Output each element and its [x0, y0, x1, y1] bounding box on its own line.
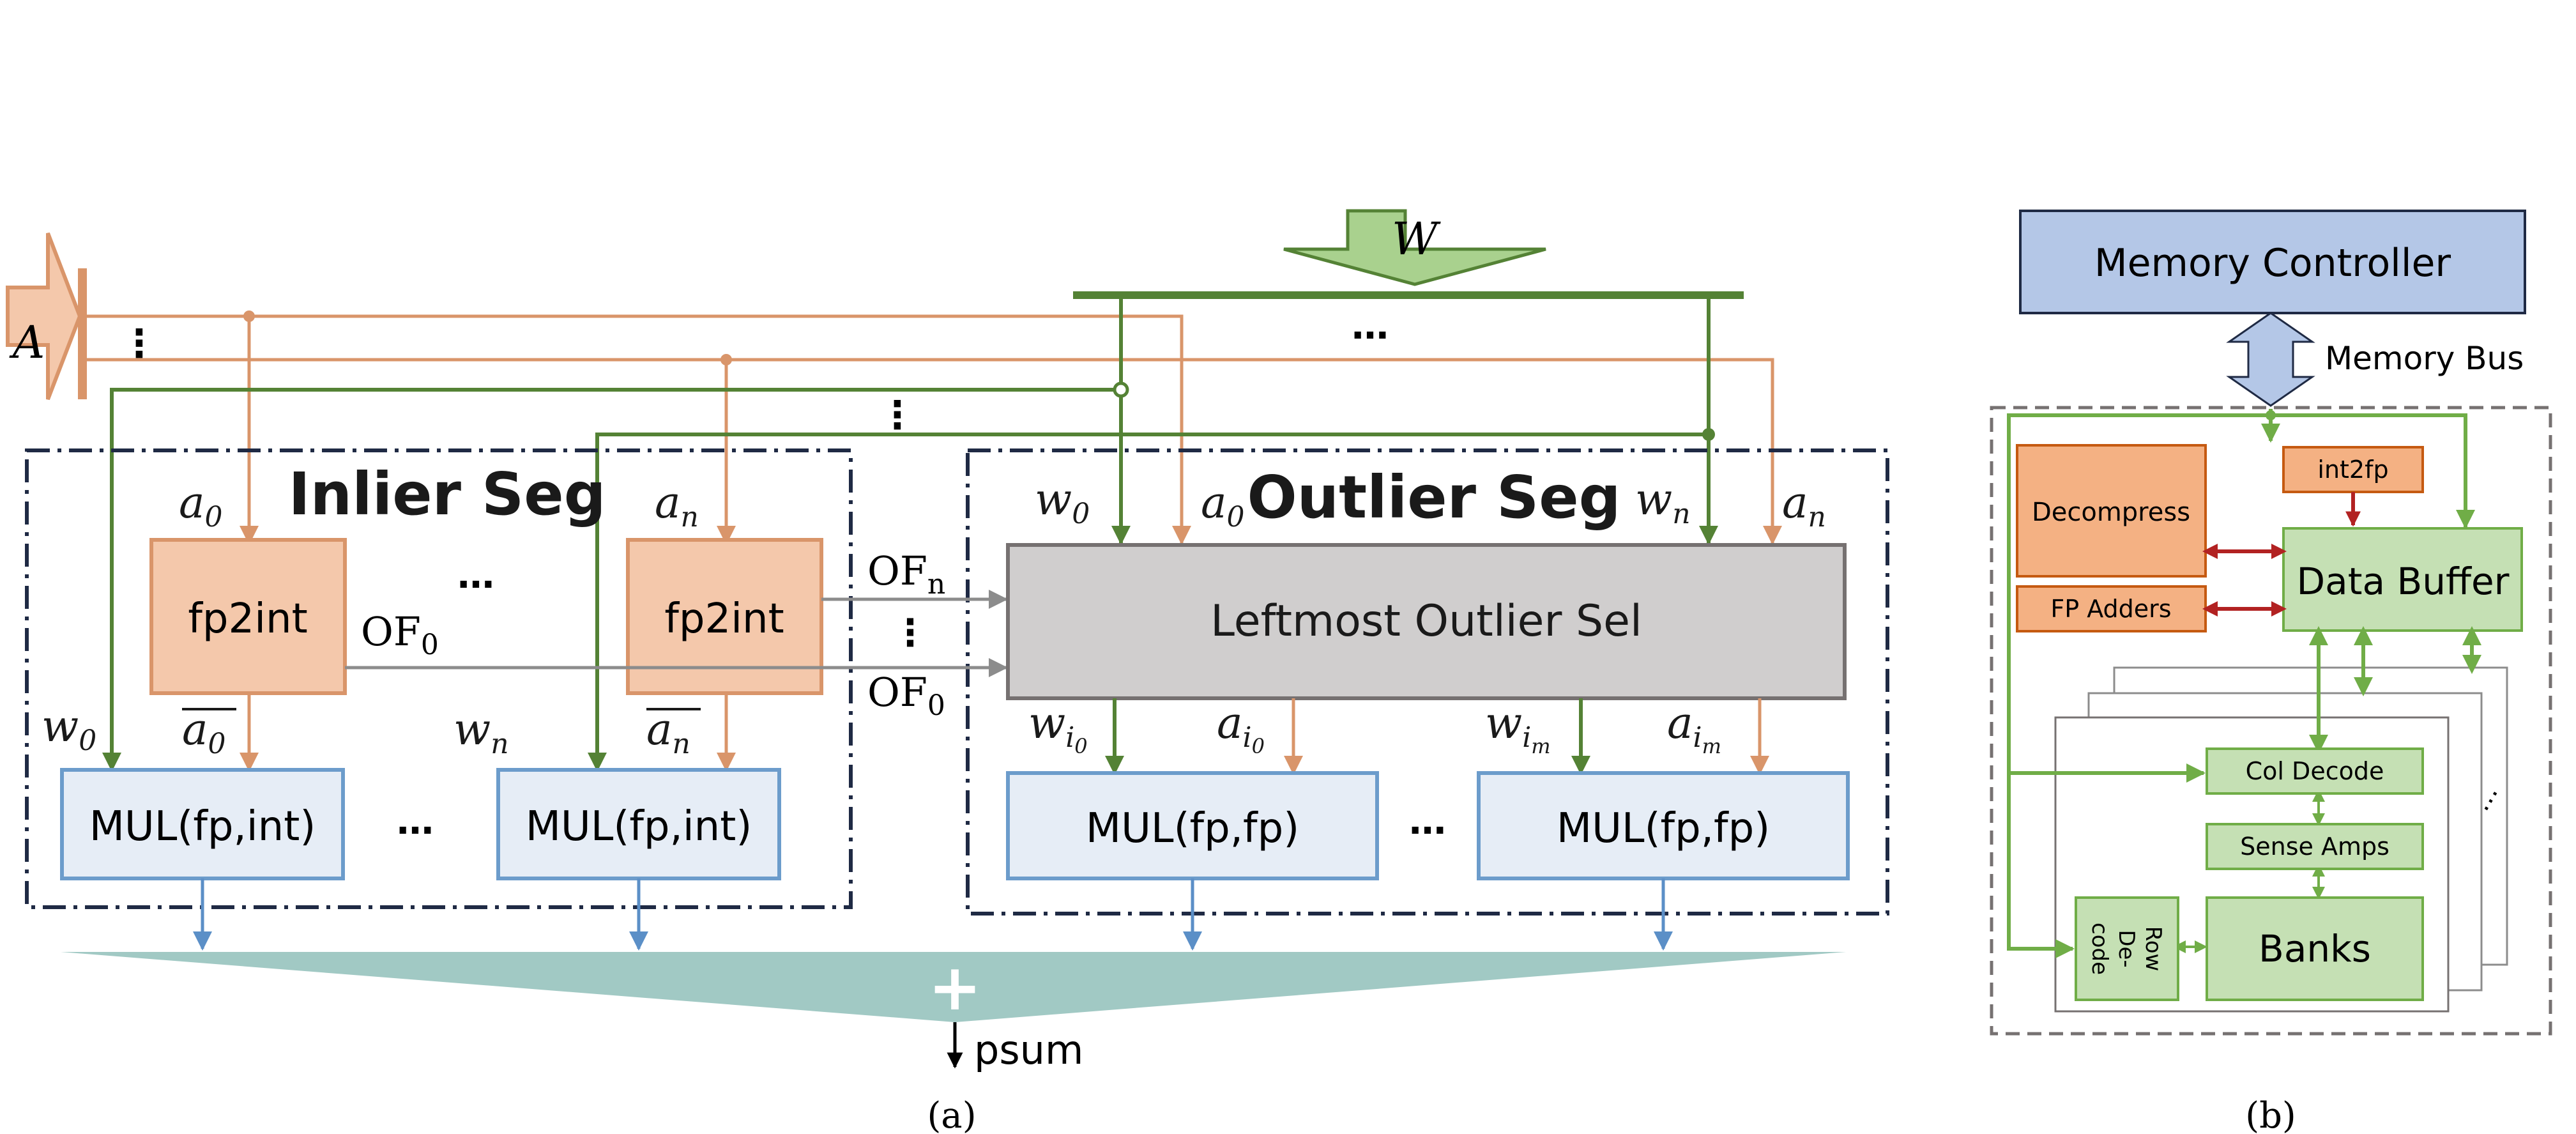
col-decode-box: [2206, 747, 2424, 795]
banks-box: [2206, 896, 2424, 1001]
input-a-label: A: [9, 316, 45, 369]
leftmost-outlier-sel-label: Leftmost Outlier Sel: [1210, 596, 1642, 647]
adder-tree: [61, 952, 1846, 1022]
label-an-inlier: an: [655, 478, 699, 533]
w-wires: [102, 295, 1718, 772]
label-an-outlier: an: [1782, 478, 1826, 533]
label-aim: aim: [1667, 698, 1721, 758]
ofn-label: OFn: [867, 548, 945, 601]
decompress-label: Decompress: [2032, 498, 2190, 527]
mul-fp-int-0-label: MUL(fp,int): [89, 803, 316, 850]
adder-plus: +: [928, 950, 982, 1025]
fp-adders-label: FP Adders: [2050, 595, 2171, 623]
vdots-of: ⋮: [892, 611, 929, 654]
outlier-seg-frame: [966, 448, 1889, 916]
label-a0-outlier: a0: [1201, 478, 1245, 533]
label-ai0: ai0: [1217, 698, 1265, 758]
mul-fp-int-n: [496, 768, 781, 880]
data-buffer-box: [2282, 527, 2523, 632]
decompress-box: [2016, 444, 2207, 578]
vdots-w: ⋮: [878, 393, 917, 438]
input-a-arrow: [6, 232, 82, 401]
input-w-label: W: [1392, 213, 1441, 265]
label-w0-outlier: w0: [1035, 475, 1090, 530]
mul-fp-int-n-label: MUL(fp,int): [526, 803, 752, 850]
memory-bus-arrow: [2226, 312, 2315, 407]
row-decode-label-3: code: [2087, 923, 2112, 975]
mul-fp-fp-m-label: MUL(fp,fp): [1557, 805, 1770, 852]
memory-controller-label: Memory Controller: [2094, 241, 2451, 286]
mul-fp-fp-0: [1006, 771, 1379, 880]
sense-amps-box: [2206, 823, 2424, 870]
int2fp-box: [2282, 446, 2424, 493]
sense-amps-label: Sense Amps: [2240, 832, 2389, 861]
fp2int-label-0: fp2int: [188, 595, 307, 643]
leftmost-outlier-sel-box: [1006, 543, 1847, 700]
caption-a: (a): [927, 1095, 976, 1134]
caption-b: (b): [2245, 1095, 2296, 1134]
data-buffer-label: Data Buffer: [2297, 560, 2510, 603]
mul-inlier-ellipsis: …: [397, 799, 434, 843]
row-decode-box: [2075, 896, 2179, 1001]
memory-bus-label: Memory Bus: [2325, 340, 2524, 377]
inlier-seg-title: Inlier Seg: [288, 460, 606, 528]
input-a-bar: [78, 268, 87, 399]
label-wn-mul: wn: [453, 705, 509, 760]
int2fp-label: int2fp: [2317, 456, 2388, 484]
psum-label: psum: [974, 1027, 1083, 1073]
outlier-seg-title: Outlier Seg: [1247, 463, 1620, 532]
fp2int-ellipsis: …: [457, 553, 494, 597]
of0-label-inlier: OF0: [361, 608, 439, 661]
panel-a: A ⋮ W … ⋮ Inlier Seg Outlier S: [6, 209, 1889, 1134]
banks-label: Banks: [2259, 927, 2371, 970]
label-a0-inlier: a0: [179, 478, 223, 533]
label-wi0: wi0: [1028, 698, 1088, 758]
mul-fp-fp-m: [1477, 771, 1850, 880]
memory-module-frame: [1990, 406, 2552, 1036]
memory-controller-box: [2019, 210, 2526, 314]
panel-b: Memory Controller Memory Bus … Decompres…: [1990, 210, 2552, 1134]
mul-outlier-ellipsis: …: [1409, 799, 1446, 843]
label-an-bar: an: [646, 705, 690, 760]
fp-adders-box: [2016, 585, 2207, 632]
input-w-arrow: [1283, 209, 1546, 286]
inlier-seg-frame: [25, 448, 853, 909]
label-w0-mul: w0: [42, 701, 96, 757]
of0-label-outlier: OF0: [867, 669, 945, 722]
fp2int-box-0: [149, 538, 347, 695]
label-wim: wim: [1485, 698, 1551, 758]
col-decode-label: Col Decode: [2246, 757, 2384, 785]
row-decode-label-1: Row: [2140, 926, 2166, 972]
fp2int-label-n: fp2int: [664, 595, 784, 643]
w-bus-ellipsis: …: [1352, 304, 1389, 348]
mul-fp-fp-0-label: MUL(fp,fp): [1086, 805, 1299, 852]
label-wn-outlier: wn: [1635, 475, 1691, 530]
row-decode-label-2: De-: [2114, 930, 2139, 967]
label-a0-bar: a0: [182, 705, 226, 760]
